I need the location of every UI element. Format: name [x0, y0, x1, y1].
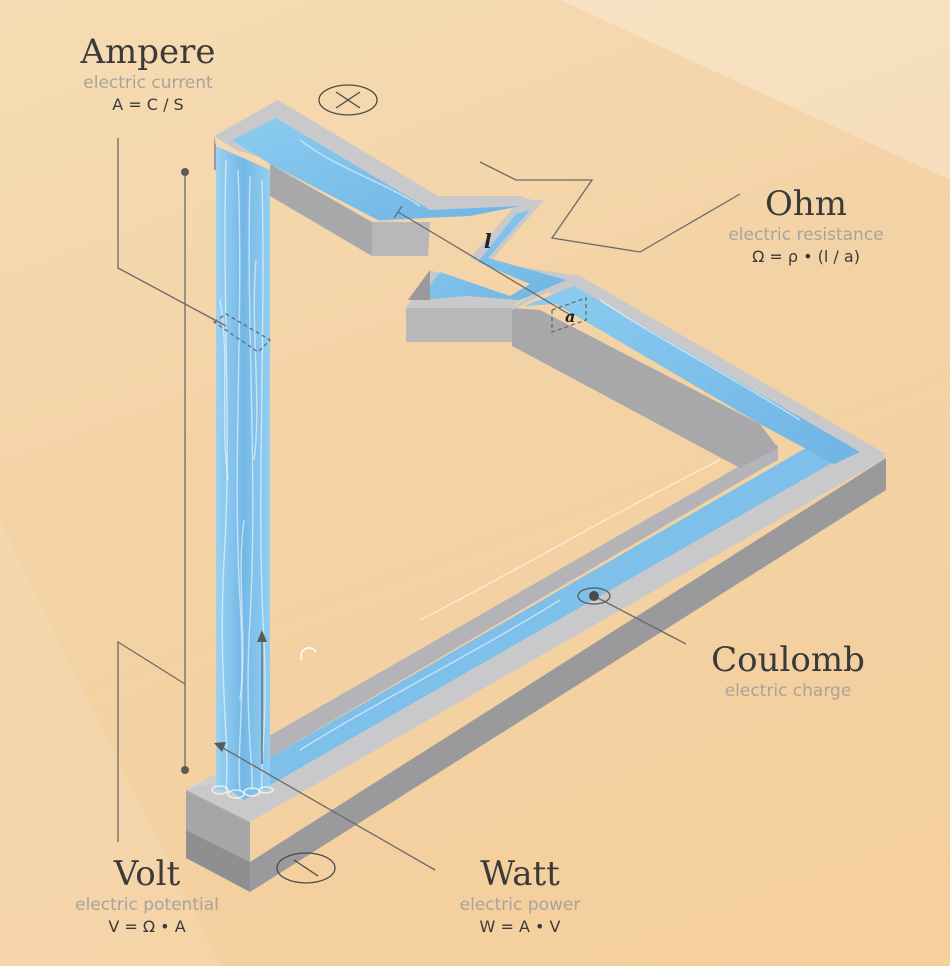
ampere-desc: electric current — [83, 73, 213, 93]
waterfall — [216, 146, 270, 790]
area-cross-section — [551, 297, 587, 333]
coulomb-desc: electric charge — [724, 681, 852, 701]
volt-leader — [117, 640, 186, 842]
water-splash — [211, 785, 274, 799]
multiply-symbol — [318, 84, 378, 116]
length-line — [397, 211, 573, 317]
channel-bottom-arm-front — [186, 790, 250, 892]
water-bottom-arm — [218, 434, 858, 800]
channel-zigzag-front — [406, 308, 512, 342]
channel-top-left-back — [214, 136, 216, 170]
water-zigzag — [418, 210, 566, 300]
area-symbol: a — [565, 307, 575, 326]
annotation-markers — [181, 168, 267, 774]
watt-label: Watt electric power W = A • V — [420, 854, 620, 938]
volt-formula: V = Ω • A — [108, 917, 186, 936]
ampere-formula: A = C / S — [112, 95, 184, 114]
ohm-leader — [479, 161, 741, 253]
ampere-leader — [117, 138, 227, 327]
watt-formula: W = A • V — [479, 917, 561, 936]
water-strands — [219, 139, 801, 791]
watt-arrow-head — [214, 742, 226, 752]
charge-particle — [577, 587, 611, 605]
coulomb-leader — [593, 595, 687, 645]
flow-arrow-head — [257, 630, 267, 642]
volt-label: Volt electric potential V = Ω • A — [44, 854, 250, 938]
coulomb-label: Coulomb electric charge — [686, 640, 890, 702]
length-symbol: l — [484, 229, 492, 253]
watt-desc: electric power — [459, 895, 581, 915]
water-channel — [186, 100, 886, 892]
water-right-arm — [524, 286, 860, 464]
volt-scale-top-dot — [181, 168, 189, 176]
channel-top-arm-front — [372, 222, 430, 256]
channel-right-arm-inner — [512, 308, 778, 468]
channel-bottom-arm-side — [250, 458, 886, 892]
bubble-icon — [300, 647, 317, 661]
volt-scale-bottom-dot — [181, 766, 189, 774]
ohm-formula: Ω = ρ • (l / a) — [752, 247, 860, 266]
annotation-lines — [117, 138, 741, 871]
channel-corner-box-left — [186, 790, 250, 862]
ohm-desc: electric resistance — [728, 225, 884, 245]
ampere-label: Ampere electric current A = C / S — [42, 32, 254, 116]
volt-name: Volt — [113, 854, 181, 894]
volt-desc: electric potential — [75, 895, 219, 915]
ampere-name: Ampere — [80, 32, 216, 72]
channel-zigzag-inner — [408, 270, 430, 300]
coulomb-name: Coulomb — [711, 640, 865, 680]
ohm-name: Ohm — [764, 184, 847, 224]
watt-leader — [215, 743, 436, 871]
channel-top-arm-inner — [270, 164, 372, 256]
ampere-cross-section — [212, 313, 272, 353]
minus-symbol — [276, 852, 336, 884]
channel-bottom-arm-inner — [262, 444, 778, 762]
watt-name: Watt — [480, 854, 560, 894]
ohm-label: Ohm electric resistance Ω = ρ • (l / a) — [700, 184, 912, 268]
